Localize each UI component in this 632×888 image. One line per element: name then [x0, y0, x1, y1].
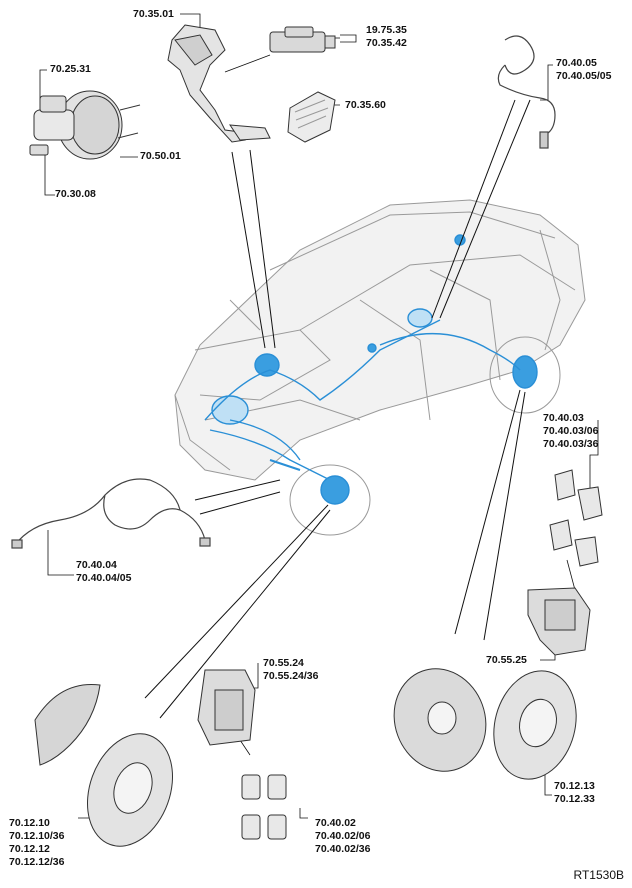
rear-dust-shield [393, 668, 487, 772]
front-dust-shield [34, 683, 101, 766]
part-number: 70.40.02/06 [315, 830, 371, 842]
part-number: 70.12.33 [554, 793, 595, 805]
part-number: 70.55.24 [263, 657, 304, 669]
label-rear-caliper: 70.55.25 [486, 654, 527, 667]
part-number: 70.12.12/36 [9, 856, 65, 868]
label-pad-cover: 70.35.60 [345, 99, 386, 112]
front-brake-caliper [197, 669, 256, 746]
part-number: 70.40.04/05 [76, 572, 132, 584]
label-brake-light-switch: 19.75.35 70.35.42 [366, 24, 407, 50]
part-number: 70.35.42 [366, 37, 407, 49]
figure-reference: RT1530B [573, 868, 624, 882]
pedal-pad-cover [287, 91, 336, 143]
part-number: 70.12.12 [9, 843, 50, 855]
front-brake-pads [241, 774, 287, 840]
label-front-sensor: 70.40.04 70.40.04/05 [76, 559, 131, 585]
brake-pedal-assembly [167, 24, 271, 143]
brake-booster-master-cylinder [29, 90, 141, 160]
part-number: 70.40.04 [76, 559, 117, 571]
highlighted-brake-components [204, 234, 538, 505]
label-rear-pads: 70.40.03 70.40.03/06 70.40.03/36 [543, 412, 598, 451]
part-number: 70.40.03 [543, 412, 584, 424]
part-number: 70.40.05/05 [556, 70, 612, 82]
label-front-caliper: 70.55.24 70.55.24/36 [263, 657, 318, 683]
part-number: 70.12.10/36 [9, 830, 65, 842]
vehicle-outline [174, 199, 586, 536]
part-number: 70.35.01 [133, 8, 174, 20]
part-number: 70.55.24/36 [263, 670, 319, 682]
part-number: 70.35.60 [345, 99, 386, 111]
part-number: 70.50.01 [140, 150, 181, 162]
rear-brake-caliper [527, 587, 591, 656]
part-number: 70.12.13 [554, 780, 595, 792]
front-wheel-sensor [11, 478, 211, 549]
part-number: 70.12.10 [9, 817, 50, 829]
part-number: 70.40.03/06 [543, 425, 599, 437]
label-leaders [39, 13, 599, 819]
part-number: 70.40.02 [315, 817, 356, 829]
part-number: 70.55.25 [486, 654, 527, 666]
rear-brake-disc [493, 670, 577, 780]
part-number: 70.40.02/36 [315, 843, 371, 855]
label-booster: 70.50.01 [140, 150, 181, 163]
label-reservoir: 70.30.08 [55, 188, 96, 201]
label-pedal: 70.35.01 [133, 8, 174, 21]
rear-brake-pads [549, 469, 603, 567]
part-number: 70.25.31 [50, 63, 91, 75]
brake-light-switch [269, 26, 336, 53]
rear-wheel-sensor [497, 35, 556, 149]
part-number: 19.75.35 [366, 24, 407, 36]
part-number: 70.40.05 [556, 57, 597, 69]
label-master-cylinder: 70.25.31 [50, 63, 91, 76]
label-front-disc: 70.12.10 70.12.10/36 70.12.12 70.12.12/3… [9, 817, 64, 869]
label-rear-sensor: 70.40.05 70.40.05/05 [556, 57, 611, 83]
front-brake-disc [86, 733, 174, 847]
label-rear-disc: 70.12.13 70.12.33 [554, 780, 595, 806]
label-front-pads: 70.40.02 70.40.02/06 70.40.02/36 [315, 817, 370, 856]
part-number: 70.40.03/36 [543, 438, 599, 450]
callout-lines [144, 99, 531, 719]
part-number: 70.30.08 [55, 188, 96, 200]
